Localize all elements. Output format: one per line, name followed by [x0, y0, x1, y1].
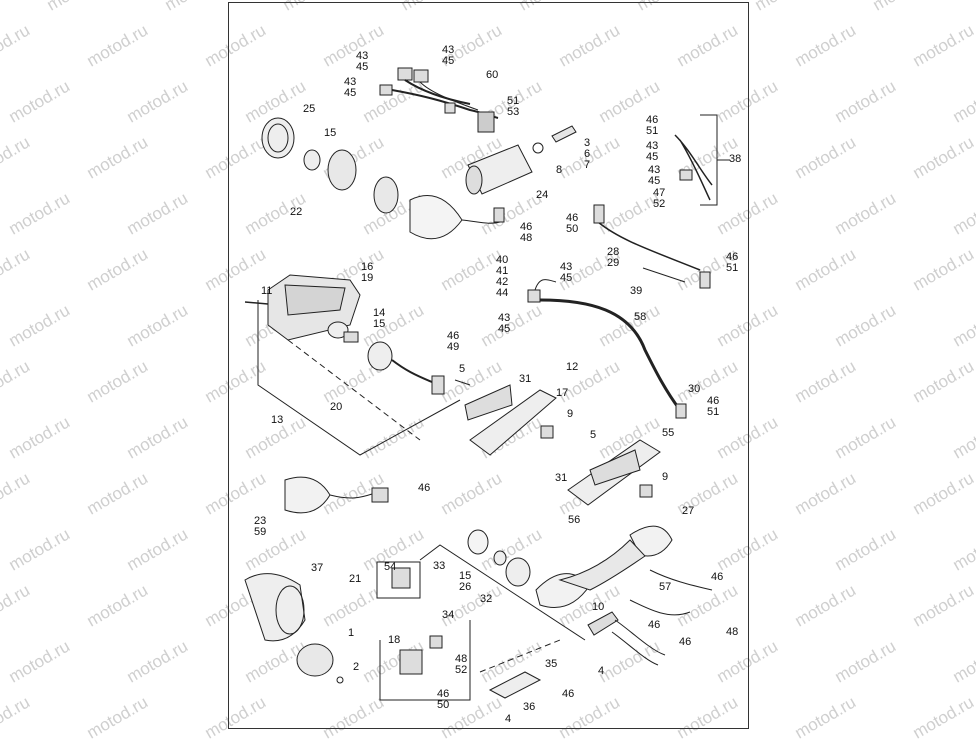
callout-46-e: 46 — [562, 688, 575, 700]
callout-10: 10 — [592, 601, 605, 613]
callout-12: 12 — [566, 361, 579, 373]
harness-58 — [527, 279, 687, 419]
callout-5-b: 5 — [590, 429, 597, 441]
turn-signal-23 — [284, 476, 389, 514]
callout-54: 54 — [384, 561, 397, 573]
tail-lamp-assembly-13 — [244, 274, 461, 456]
bracket-27 — [558, 525, 713, 616]
diagram-frame — [228, 2, 749, 729]
callout-38: 38 — [729, 153, 742, 165]
callout-31-b: 31 — [555, 472, 568, 484]
callout-13: 13 — [271, 414, 284, 426]
callout-15: 15 — [324, 127, 337, 139]
module-21 — [376, 561, 421, 599]
callout-25: 25 — [303, 103, 316, 115]
callout-56: 56 — [568, 514, 581, 526]
callout-46-d: 46 — [679, 636, 692, 648]
connector-18 — [379, 620, 471, 701]
socket-1 — [296, 643, 344, 684]
callout-46: 46 — [418, 482, 431, 494]
callout-5: 5 — [459, 363, 466, 375]
callout-11: 11 — [261, 285, 273, 297]
lamp-housing-37 — [244, 573, 306, 642]
callout-33: 33 — [433, 560, 446, 572]
callout-48: 48 — [726, 626, 739, 638]
callout-32: 32 — [480, 593, 493, 605]
callout-46-c: 46 — [648, 619, 661, 631]
bracket-10 — [587, 611, 666, 666]
callout-57: 57 — [659, 581, 672, 593]
turn-signal-34 — [419, 529, 591, 641]
callout-9: 9 — [567, 408, 574, 420]
callout-58: 58 — [634, 311, 647, 323]
callout-22: 22 — [290, 206, 303, 218]
callout-4: 4 — [598, 665, 605, 677]
callout-37: 37 — [311, 562, 324, 574]
plate-bracket-12 — [454, 379, 557, 456]
turn-signal-assembly-22 — [261, 117, 505, 240]
callout-9-b: 9 — [662, 471, 669, 483]
callout-30: 30 — [688, 383, 701, 395]
plate-bracket-55 — [567, 439, 661, 506]
callout-4-b: 4 — [505, 713, 512, 725]
callout-8: 8 — [556, 164, 563, 176]
callout-27: 27 — [682, 505, 695, 517]
callout-17: 17 — [556, 387, 569, 399]
callout-34: 34 — [442, 609, 455, 621]
callout-46-b: 46 — [711, 571, 724, 583]
callout-60: 60 — [486, 69, 499, 81]
callout-2: 2 — [353, 661, 360, 673]
harness-38 — [674, 114, 730, 206]
harness-28 — [593, 204, 711, 289]
callout-35: 35 — [545, 658, 558, 670]
light-36 — [479, 639, 561, 699]
callout-18: 18 — [388, 634, 401, 646]
callout-21: 21 — [349, 573, 362, 585]
callout-55: 55 — [662, 427, 675, 439]
callout-39: 39 — [630, 285, 643, 297]
callout-24: 24 — [536, 189, 549, 201]
callout-31: 31 — [519, 373, 532, 385]
bracket-24 — [465, 125, 577, 195]
callout-20: 20 — [330, 401, 343, 413]
callout-36: 36 — [523, 701, 536, 713]
wiring-harness-60 — [379, 67, 499, 133]
callout-1: 1 — [348, 627, 355, 639]
